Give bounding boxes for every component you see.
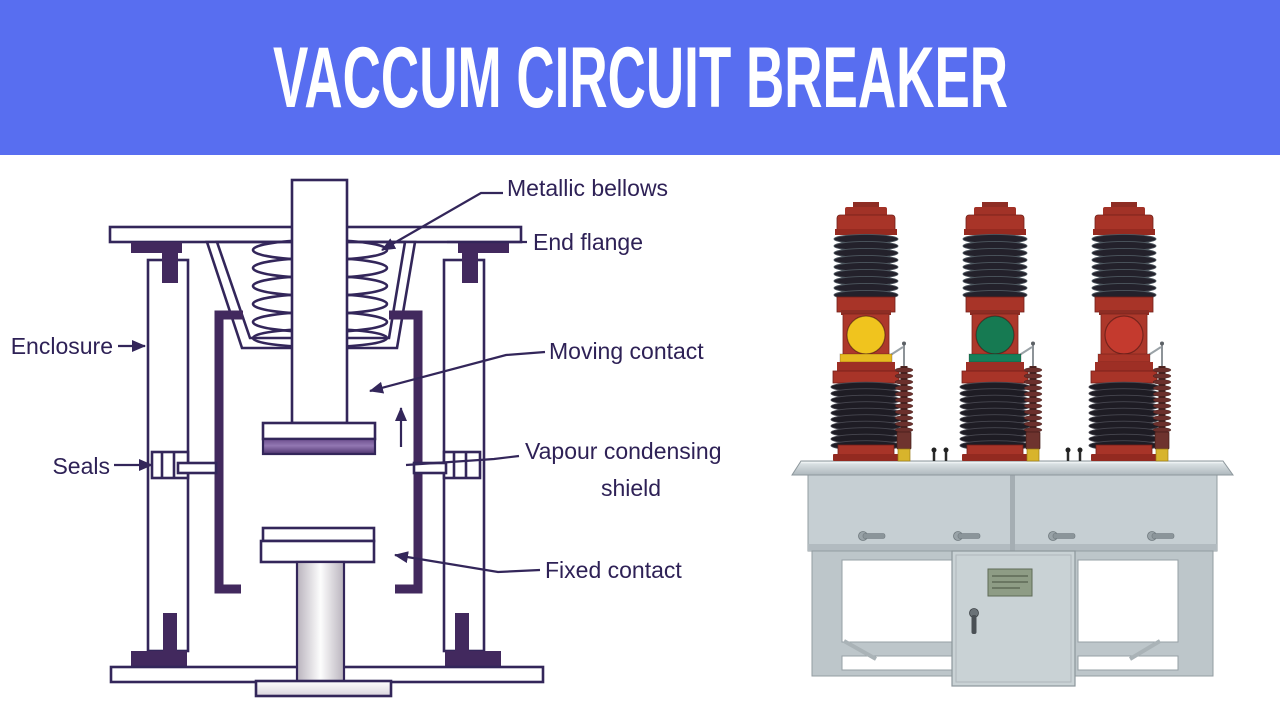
leader-vapour-shield xyxy=(405,454,520,467)
label-vapour-shield: shield xyxy=(601,475,661,501)
cabinet-top-shelf xyxy=(791,460,1234,476)
panel-handle xyxy=(1147,531,1175,541)
panel-handle xyxy=(1048,531,1076,541)
seal-right xyxy=(412,450,482,480)
leader-metallic-bellows xyxy=(381,191,503,251)
vcb-product-photo xyxy=(791,202,1234,687)
panel-handle xyxy=(858,531,886,541)
cabinet xyxy=(791,460,1234,687)
header-banner: VACCUM CIRCUIT BREAKER xyxy=(0,0,1280,155)
label-metallic-bellows: Metallic bellows xyxy=(507,175,668,201)
diagram-labels: Metallic bellows End flange Enclosure Se… xyxy=(11,175,722,583)
surge-arrester-right xyxy=(1153,342,1171,462)
label-fixed-contact: Fixed contact xyxy=(545,557,682,583)
terminal-bolts xyxy=(931,447,1083,461)
moving-contact xyxy=(261,421,377,456)
label-enclosure: Enclosure xyxy=(11,333,113,359)
breaker-pole-middle xyxy=(960,202,1030,461)
diagram-leader-lines xyxy=(114,191,546,574)
panel-divider xyxy=(1010,475,1015,551)
fixed-contact-stem xyxy=(295,560,346,684)
label-moving-contact: Moving contact xyxy=(549,338,704,364)
door-handle xyxy=(969,608,979,634)
fixed-contact xyxy=(259,526,376,564)
vcb-cross-section-diagram: Metallic bellows End flange Enclosure Se… xyxy=(11,175,722,698)
pedestal xyxy=(254,679,393,698)
label-vapour-condensing: Vapour condensing xyxy=(525,438,722,464)
leader-fixed-contact xyxy=(394,551,541,574)
label-seals: Seals xyxy=(52,453,110,479)
page-title: VACCUM CIRCUIT BREAKER xyxy=(272,29,1008,126)
surge-arrester-left xyxy=(895,342,913,462)
leg-frame-left xyxy=(811,550,953,677)
breaker-pole-right xyxy=(1089,202,1159,461)
leg-frame-right xyxy=(1074,550,1214,677)
surge-arrester-middle xyxy=(1024,342,1042,462)
control-door xyxy=(951,550,1076,687)
breaker-pole-left xyxy=(831,202,901,461)
seal-left xyxy=(150,450,218,480)
moving-contact-stem xyxy=(290,178,349,425)
vacuum-vessel-walls xyxy=(214,310,423,594)
label-end-flange: End flange xyxy=(533,229,643,255)
panel-handle xyxy=(953,531,981,541)
leader-moving-contact xyxy=(369,350,546,394)
door-nameplate xyxy=(987,568,1033,597)
